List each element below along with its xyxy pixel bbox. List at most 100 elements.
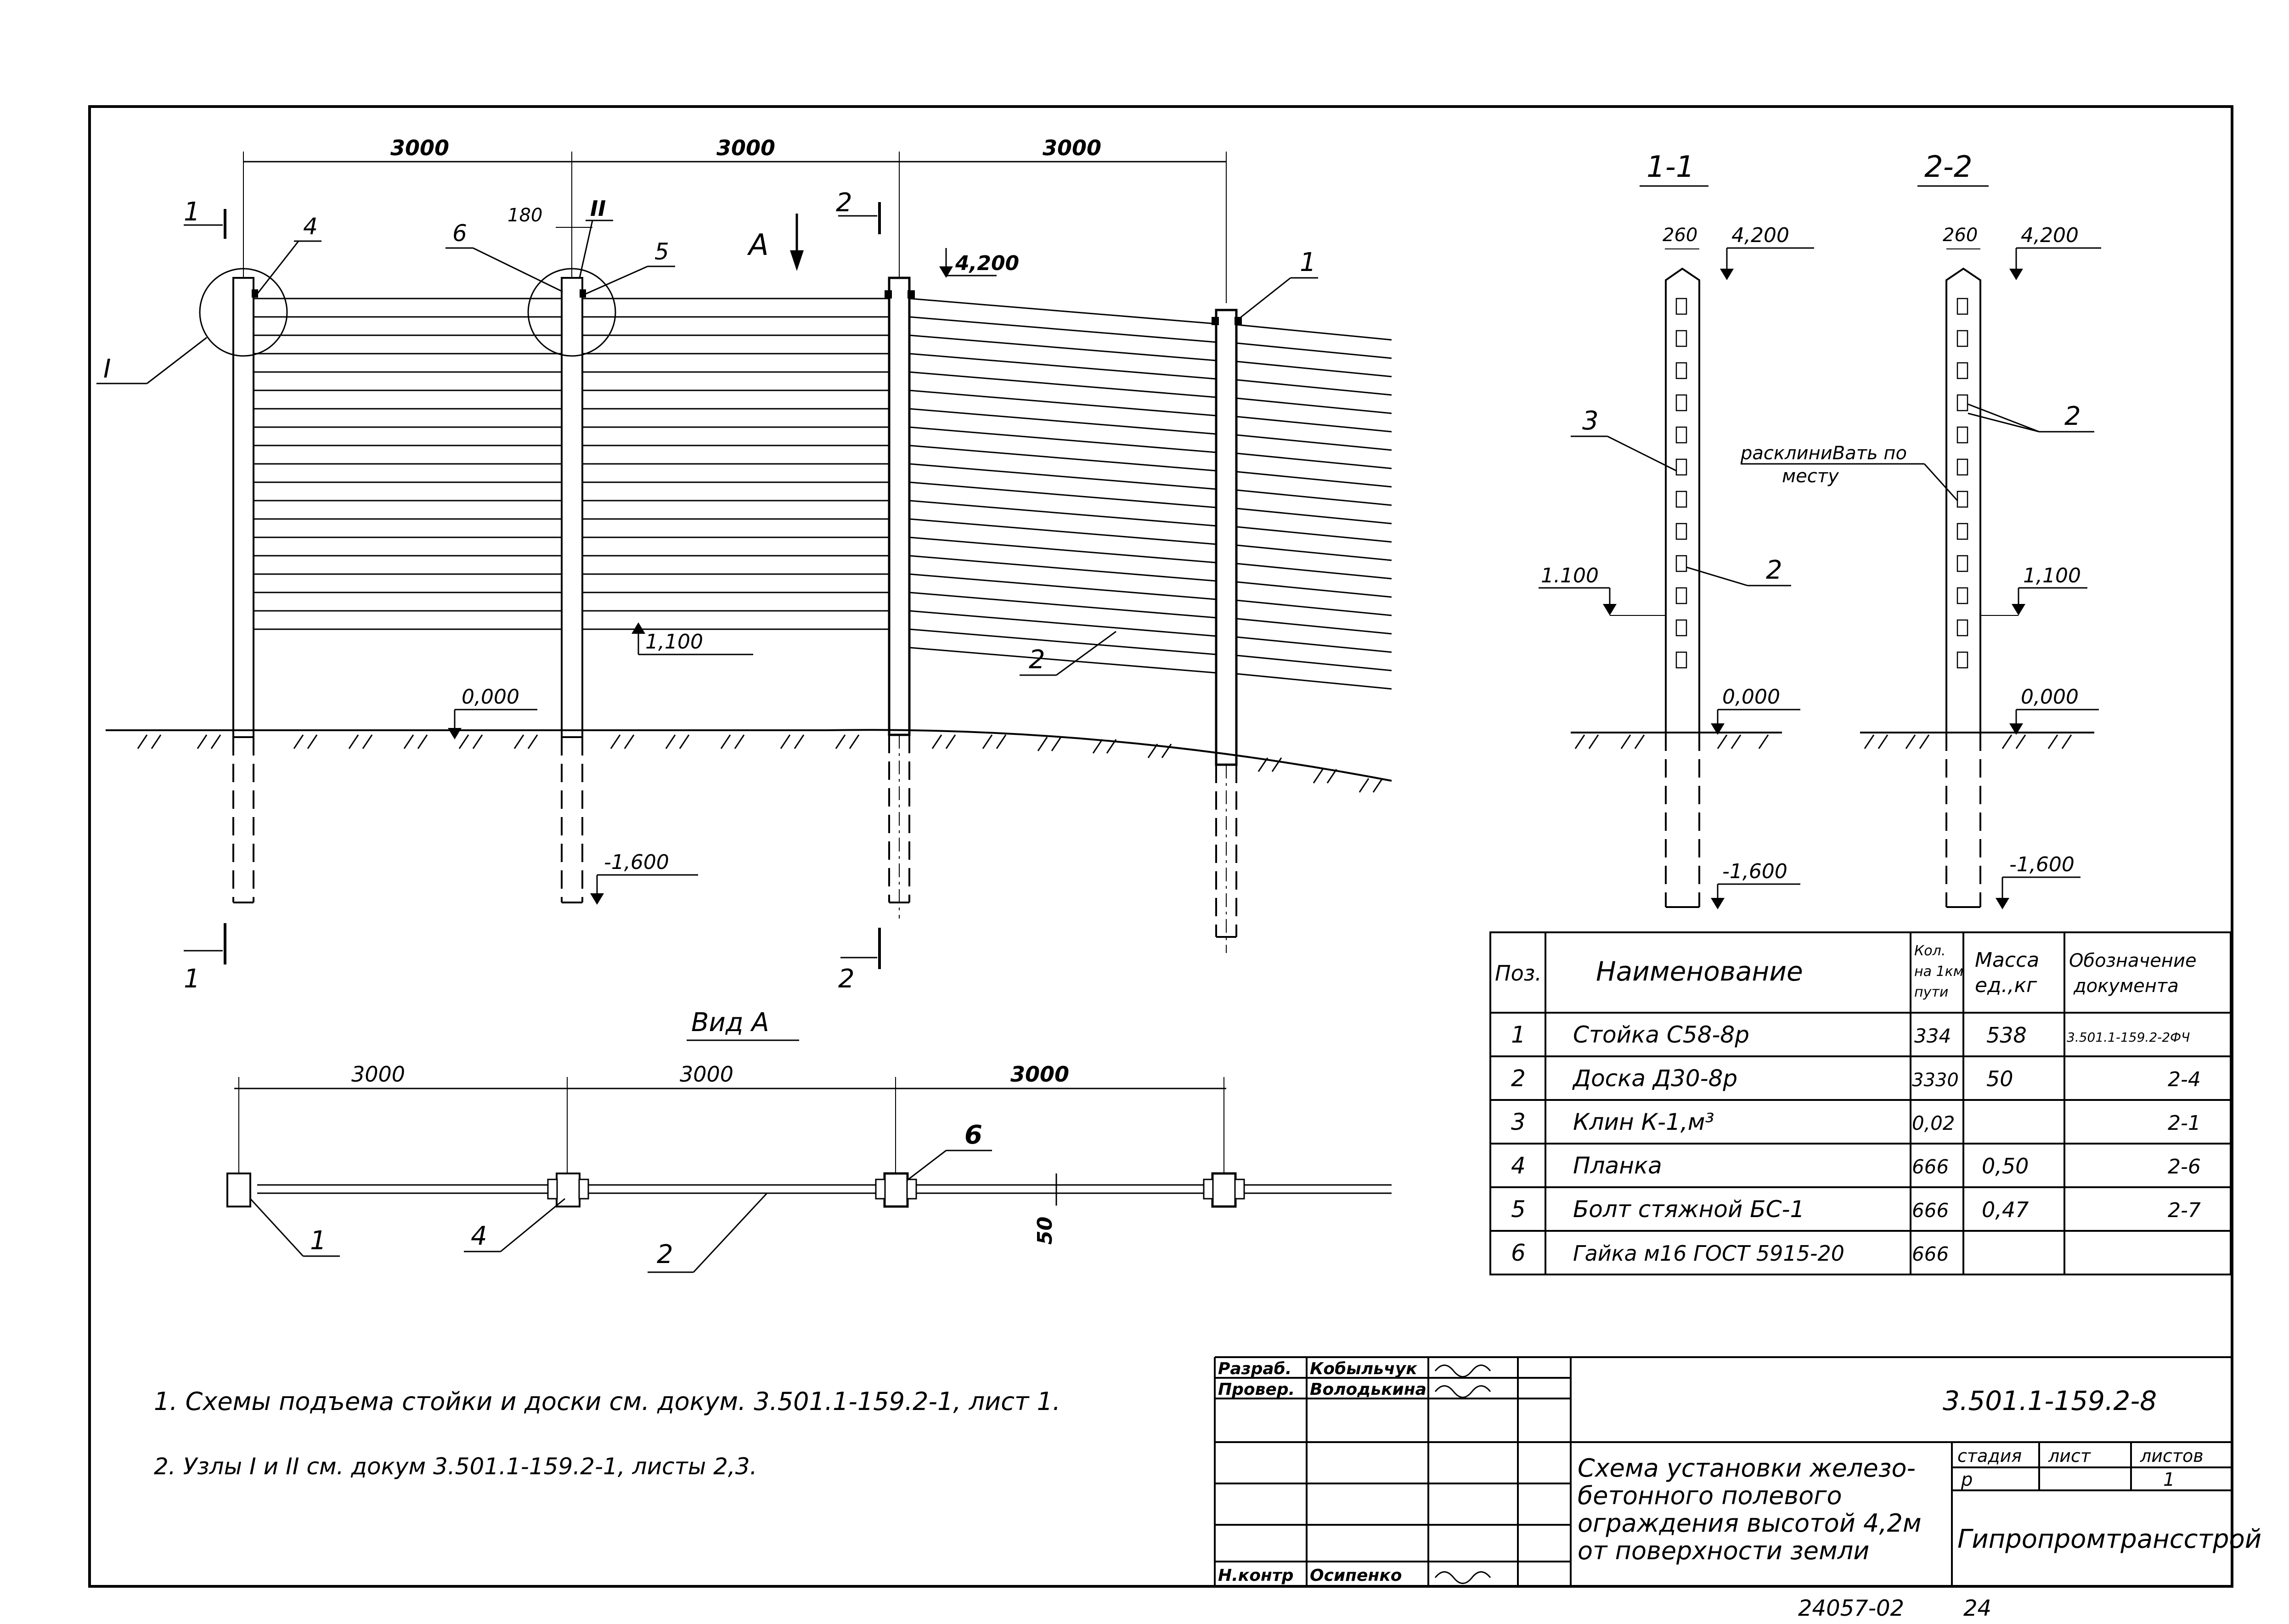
callout-elev-1: 1 [1300, 248, 1316, 277]
sec2-callout-2: 2 [2064, 401, 2081, 431]
spec-row-doc: 3.501.1-159.2-2ФЧ [2067, 1030, 2190, 1045]
ground-line [106, 729, 1392, 782]
post-3 [888, 276, 911, 736]
sec2-note-line2: месту [1782, 466, 1839, 487]
span-dim-3: 3000 [1043, 135, 1101, 160]
view-a-thickness: 50 [1033, 1217, 1057, 1245]
spec-row-qty: 666 [1912, 1156, 1949, 1178]
fence-elevation: 3000 3000 3000 180 [96, 135, 1392, 994]
title-block: Разраб. Кобыльчук Провер. Володькина Н.к… [1214, 1356, 2261, 1586]
sec2-note-line1: расклиниВать по [1740, 443, 1907, 464]
boards-span-4 [1236, 324, 1392, 690]
sec1-level-ground: 0,000 [1722, 685, 1780, 709]
spec-row-mass: 0,50 [1982, 1154, 2029, 1179]
callout-elev-4: 4 [303, 213, 318, 240]
sec1-level-top: 4,200 [1731, 224, 1789, 247]
section-2-2: 2-2 260 4,200 1,100 0,000 [1740, 150, 2101, 909]
tb-doc-code: 3.501.1-159.2-8 [1943, 1385, 2157, 1416]
spec-header-qty-1: Кол. [1914, 943, 1945, 959]
section-2-2-width: 260 [1943, 225, 1978, 246]
sec2-level-mid: 1,100 [2023, 564, 2081, 587]
spec-row-name: Планка [1573, 1152, 1662, 1179]
sec1-callout-2: 2 [1766, 555, 1782, 585]
post-4 [1215, 309, 1238, 766]
tb-stage: р [1961, 1469, 1973, 1490]
tb-title-line-4: от поверхности земли [1578, 1536, 1869, 1565]
section-mark-1-top: 1 [184, 197, 200, 227]
tb-role-3: Н.контр [1218, 1566, 1293, 1585]
spec-table: Поз. Наименование Кол. на 1км пути Масса… [1489, 931, 2232, 1275]
spec-row-pos: 2 [1511, 1065, 1526, 1092]
spec-row-pos: 3 [1511, 1109, 1526, 1135]
view-a-title: Вид А [691, 1008, 769, 1038]
section-1-1-title: 1-1 [1646, 150, 1695, 184]
section-1-1: 1-1 260 4,200 1.100 0,000 [1539, 150, 1814, 909]
sec2-level-ground: 0,000 [2021, 685, 2079, 709]
spec-row-pos: 4 [1511, 1152, 1526, 1179]
section-mark-2-top: 2 [836, 188, 852, 218]
spec-header-mass-2: ед.,кг [1975, 974, 2037, 997]
view-arrow-label: А [747, 228, 769, 262]
tb-role-1: Разраб. [1218, 1359, 1291, 1378]
boards-span-3 [909, 298, 1217, 674]
spec-row-mass: 538 [1986, 1023, 2027, 1048]
spec-row-name: Стойка С58-8р [1573, 1021, 1749, 1048]
elev-level-top: 4,200 [955, 252, 1019, 275]
sec2-level-bottom: -1,600 [2009, 853, 2075, 876]
view-a-span-1: 3000 [351, 1062, 405, 1087]
note-2: 2. Узлы I и II см. докум 3.501.1-159.2-1… [154, 1453, 757, 1480]
spec-row-pos: 1 [1511, 1021, 1526, 1048]
tb-sheets: 1 [2163, 1469, 2175, 1490]
tb-sheet-label: лист [2048, 1446, 2092, 1466]
spec-row-pos: 5 [1511, 1196, 1526, 1223]
spec-header-mass-1: Масса [1975, 948, 2039, 972]
post-width-dim: 180 [507, 205, 542, 226]
spec-row-qty: 666 [1912, 1243, 1949, 1265]
sec1-level-mid: 1.100 [1541, 564, 1599, 587]
view-a-post-3 [883, 1172, 909, 1208]
footer-page: 24 [1963, 1596, 1991, 1621]
post-2 [561, 277, 583, 738]
sec2-level-top: 4,200 [2021, 224, 2079, 247]
tb-role-2: Провер. [1218, 1380, 1295, 1399]
spec-row-1: 1 Стойка С58-8р 334 538 3.501.1-159.2-2Ф… [1511, 1021, 2190, 1048]
sec1-level-bottom: -1,600 [1722, 860, 1787, 883]
sec1-callout-3: 3 [1582, 406, 1599, 436]
spec-row-4: 4 Планка 666 0,50 2-6 [1511, 1152, 2201, 1179]
tb-org: Гипропромтрансстрой [1957, 1524, 2261, 1554]
spec-row-name: Клин К-1,м³ [1573, 1109, 1714, 1135]
span-dim-1: 3000 [390, 135, 449, 160]
spec-row-qty: 666 [1912, 1199, 1949, 1222]
tb-title-line-3: ограждения высотой 4,2м [1578, 1509, 1922, 1538]
spec-row-qty: 334 [1914, 1025, 1951, 1047]
tb-name-2: Володькина [1310, 1380, 1426, 1399]
spec-row-pos: 6 [1511, 1240, 1526, 1266]
view-a-callout-6: 6 [964, 1120, 982, 1150]
callout-elev-6: 6 [452, 220, 467, 247]
tb-title-line-2: бетонного полевого [1578, 1481, 1842, 1510]
view-a: Вид А 3000 3000 3000 50 1 [226, 1008, 1392, 1273]
node-I-circle [199, 268, 288, 357]
spec-header-name: Наименование [1596, 956, 1803, 987]
boards-span-1 [254, 298, 562, 630]
spec-row-6: 6 Гайка м16 ГОСТ 5915-20 666 [1511, 1240, 1949, 1266]
tb-sheets-label: листов [2140, 1446, 2204, 1466]
tb-name-1: Кобыльчук [1310, 1359, 1418, 1378]
view-a-callout-2: 2 [657, 1240, 673, 1269]
view-arrow-icon [790, 250, 804, 271]
spec-row-qty: 3330 [1912, 1070, 1959, 1091]
elev-level-bottom: -1,600 [604, 851, 669, 874]
spec-row-doc: 2-4 [2168, 1068, 2201, 1091]
spec-row-name: Доска Д30-8р [1572, 1065, 1737, 1092]
spec-row-doc: 2-7 [2168, 1199, 2201, 1222]
tb-stage-label: стадия [1957, 1446, 2022, 1466]
boards-span-2 [582, 298, 889, 630]
spec-row-name: Гайка м16 ГОСТ 5915-20 [1573, 1241, 1844, 1266]
section-1-1-width: 260 [1663, 225, 1697, 246]
view-a-post-4 [1211, 1172, 1237, 1208]
view-a-span-2: 3000 [680, 1062, 733, 1087]
view-a-callout-1: 1 [310, 1226, 327, 1256]
callout-elev-5: 5 [654, 238, 669, 265]
view-a-post-1 [226, 1173, 251, 1207]
post-1 [232, 277, 254, 738]
